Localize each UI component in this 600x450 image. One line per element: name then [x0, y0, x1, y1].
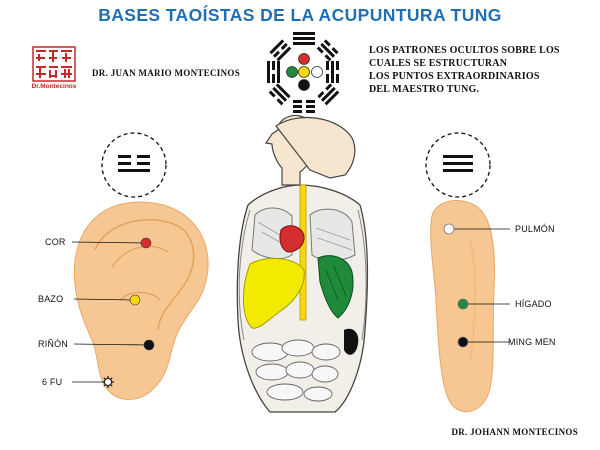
center-dot [298, 66, 310, 78]
description-line: CUALES SE ESTRUCTURAN [369, 58, 508, 69]
center-dot [298, 79, 310, 91]
ear-points [71, 237, 155, 388]
back-point [443, 223, 455, 235]
back-points [443, 223, 510, 348]
point-label-6fu: 6 FU [42, 377, 63, 387]
stamp-text: Dr.Montecinos [31, 83, 77, 90]
author-bottom: DR. JOHANN MONTECINOS [451, 427, 578, 437]
point-label-ming-men: MING MEN [508, 337, 556, 347]
point-6fu [102, 376, 114, 388]
page-title: BASES TAOÍSTAS DE LA ACUPUNTURA TUNG [98, 5, 502, 25]
center-dots [286, 53, 323, 91]
center-dot [298, 53, 310, 65]
point-label-cor: COR [45, 237, 66, 247]
ear-point [129, 294, 141, 306]
point-label-higado: HÍGADO [515, 299, 552, 309]
point-label-bazo: BAZO [38, 294, 64, 304]
author-top: DR. JUAN MARIO MONTECINOS [92, 68, 241, 78]
description-line: DEL MAESTRO TUNG. [369, 84, 480, 95]
seal-icon [32, 46, 76, 82]
description-line: LOS PUNTOS EXTRAORDINARIOS [369, 71, 540, 82]
ear-point [140, 237, 152, 249]
description: LOS PATRONES OCULTOS SOBRE LOS CUALES SE… [369, 44, 591, 96]
back-point [457, 336, 469, 348]
body-illustration [236, 114, 369, 413]
center-dot [286, 66, 298, 78]
center-dot [311, 66, 323, 78]
bagua-icon [267, 32, 340, 113]
back-point [457, 298, 469, 310]
trigram-icon [118, 155, 150, 172]
point-label-rinon: RIÑÓN [38, 339, 68, 349]
stamp-seal: Dr.Montecinos [28, 46, 80, 96]
dashed-circle-left [101, 132, 167, 198]
point-label-pulmon: PULMÓN [515, 224, 555, 234]
ear-illustration [73, 201, 209, 400]
dashed-circle-right [425, 132, 491, 198]
description-line: LOS PATRONES OCULTOS SOBRE LOS [369, 45, 560, 56]
trigram-icon [443, 155, 473, 172]
ear-point [143, 339, 155, 351]
